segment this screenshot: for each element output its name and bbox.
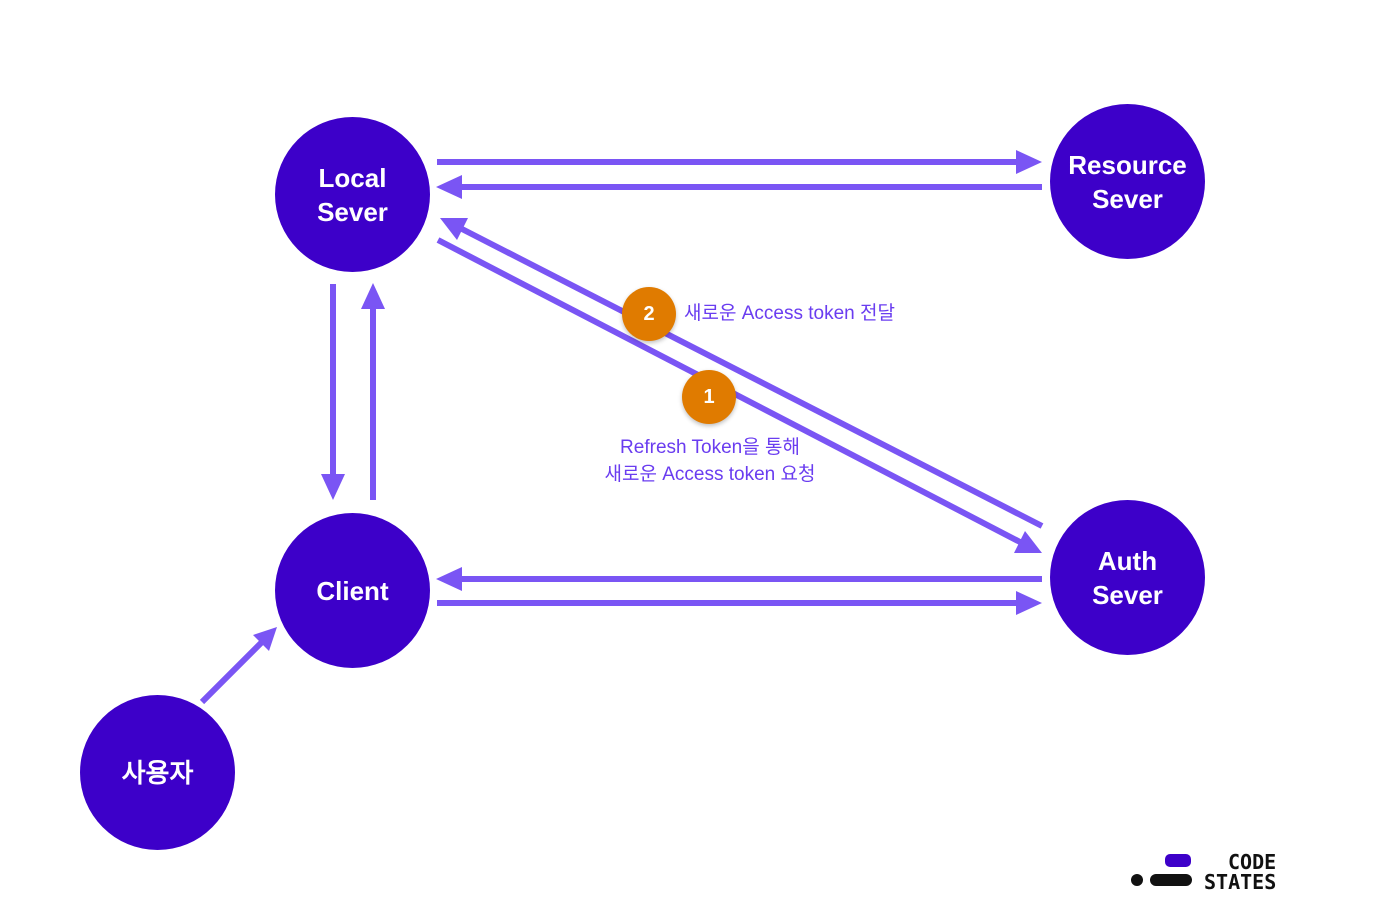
logo-text-line1: CODE [1228,850,1277,874]
arrow-auth-to-client [436,567,1042,591]
step-1-label: Refresh Token을 통해 새로운 Access token 요청 [580,434,840,488]
logo-mark-bar-black [1150,874,1192,886]
step-2-badge: 2 [622,287,676,341]
arrow-user-to-client [199,627,277,705]
step-2-label-line1: 새로운 Access token 전달 [684,303,895,324]
client-node: Client [275,513,430,668]
local-server-node: Local Sever [275,117,430,272]
step-1-number: 1 [703,385,715,408]
user-label: 사용자 [121,757,194,788]
step-1-label-line1: Refresh Token을 통해 [620,437,800,458]
arrow-client-to-local [361,283,385,500]
step-2-label: 새로운 Access token 전달 [684,300,895,327]
step-2-number: 2 [643,302,655,325]
arrow-client-to-auth [437,591,1042,615]
client-label: Client [316,575,389,606]
auth-server-label: Auth Sever [1092,545,1163,610]
user-node: 사용자 [80,695,235,850]
resource-server-label: Resource Sever [1068,149,1187,214]
arrow-local-to-client [321,284,345,500]
arrow-local-to-auth [436,237,1042,553]
resource-server-node: Resource Sever [1050,104,1205,259]
arrow-auth-to-local [440,218,1044,529]
local-server-label: Local Sever [317,162,388,227]
logo-text-line2: STATES [1204,870,1277,894]
logo-mark-bar-purple [1165,854,1191,867]
arrow-resource-to-local [436,175,1042,199]
auth-server-node: Auth Sever [1050,500,1205,655]
step-1-badge: 1 [682,370,736,424]
step-1-label-line2: 새로운 Access token 요청 [604,464,816,485]
arrow-local-to-resource [437,150,1042,174]
logo-mark-dot [1131,874,1143,886]
code-states-logo: CODE STATES [1128,850,1288,894]
